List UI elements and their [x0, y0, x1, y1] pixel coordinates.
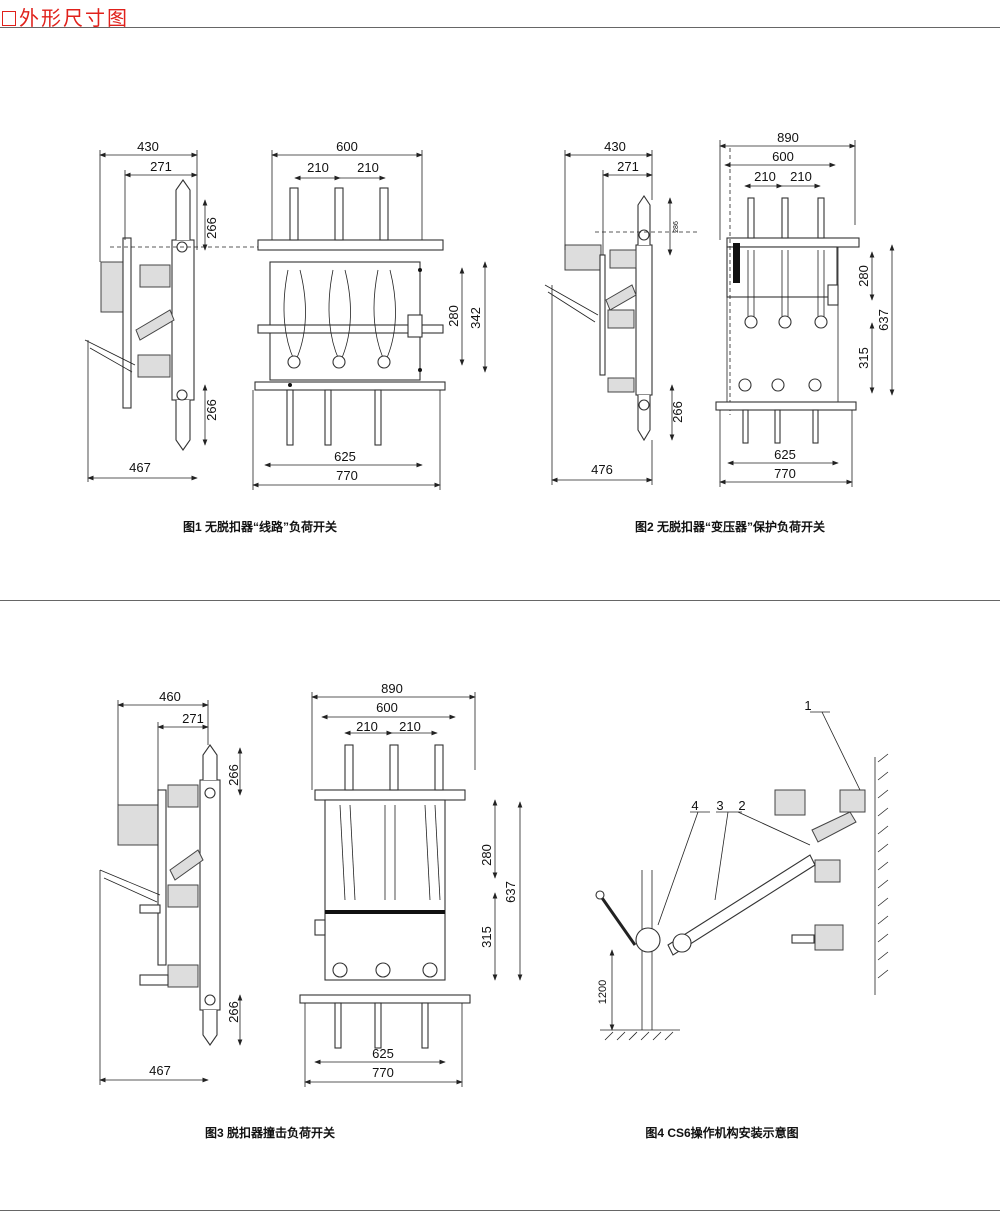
- dim-280: 280: [856, 265, 871, 287]
- figure-1-side-view: [84, 179, 280, 451]
- figure-2-side-view: [544, 195, 700, 442]
- dim-210-a: 210: [356, 719, 378, 734]
- figure-3-front-view: [299, 744, 471, 1049]
- callout-4: 4: [691, 798, 698, 813]
- pole-contacts: [283, 187, 396, 446]
- pole-contacts: [332, 744, 444, 1049]
- dim-625: 625: [334, 449, 356, 464]
- dim-625: 625: [372, 1046, 394, 1061]
- dim-890: 890: [777, 130, 799, 145]
- callout-2: 2: [738, 798, 745, 813]
- dim-1200: 1200: [597, 980, 609, 1004]
- figure-1-front-view: [254, 187, 446, 446]
- figure-1-caption: 图1 无脱扣器“线路”负荷开关: [183, 519, 337, 534]
- section-divider: [0, 600, 1000, 601]
- dim-430: 430: [137, 139, 159, 154]
- dim-600: 600: [376, 700, 398, 715]
- dim-210-a: 210: [307, 160, 329, 175]
- dim-266-bottom: 266: [226, 1001, 241, 1023]
- dim-467: 467: [149, 1063, 171, 1078]
- figure-4: 1 4 3 2 1200 图4 CS6操作机构安装示意图: [595, 698, 889, 1140]
- dim-271: 271: [182, 711, 204, 726]
- dim-266-top: 266: [204, 217, 219, 239]
- dim-770: 770: [372, 1065, 394, 1080]
- figure-2-dimensions: 430 271 286 266 476 890 600 210 210 280 …: [551, 130, 895, 487]
- dim-266-top: 266: [226, 764, 241, 786]
- figure-3: 460 271 266 266 467 890 600 210 210 280 …: [99, 681, 523, 1140]
- dim-210-b: 210: [399, 719, 421, 734]
- dim-315: 315: [479, 926, 494, 948]
- dim-460: 460: [159, 689, 181, 704]
- dim-210-b: 210: [790, 169, 812, 184]
- figure-3-caption: 图3 脱扣器撞击负荷开关: [205, 1125, 335, 1140]
- section-title-text: 外形尺寸图: [19, 8, 129, 30]
- figure-2: 430 271 286 266 476 890 600 210 210 280 …: [544, 130, 895, 534]
- figure-2-front-view: [715, 148, 860, 444]
- dim-271: 271: [150, 159, 172, 174]
- dim-280: 280: [479, 844, 494, 866]
- dim-210-b: 210: [357, 160, 379, 175]
- figure-1-dimensions: 430 271 266 266 467 600 210 210 280 342 …: [87, 139, 488, 490]
- dim-600: 600: [336, 139, 358, 154]
- dim-210-a: 210: [754, 169, 776, 184]
- dim-271: 271: [617, 159, 639, 174]
- figure-4-wall: [600, 753, 889, 1041]
- figure-3-dimensions: 460 271 266 266 467 890 600 210 210 280 …: [99, 681, 523, 1087]
- header-divider: [0, 27, 1000, 28]
- dim-600: 600: [772, 149, 794, 164]
- dim-342: 342: [468, 307, 483, 329]
- checkbox-square-icon: [2, 11, 16, 26]
- figure-2-caption: 图2 无脱扣器“变压器”保护负荷开关: [635, 519, 825, 534]
- figure-3-side-view: [99, 744, 221, 1046]
- figure-1: 430 271 266 266 467 600 210 210 280 342 …: [84, 139, 488, 534]
- pole-contacts: [738, 197, 828, 444]
- dim-467: 467: [129, 460, 151, 475]
- footer-divider: [0, 1210, 1000, 1211]
- dim-280: 280: [446, 305, 461, 327]
- dim-770: 770: [774, 466, 796, 481]
- dim-430: 430: [604, 139, 626, 154]
- dim-637: 637: [503, 881, 518, 903]
- dim-625: 625: [774, 447, 796, 462]
- dim-890: 890: [381, 681, 403, 696]
- dim-286: 286: [673, 221, 680, 233]
- figure-4-mechanism: [595, 711, 866, 1031]
- dim-770: 770: [336, 468, 358, 483]
- callout-3: 3: [716, 798, 723, 813]
- dim-637: 637: [876, 309, 891, 331]
- figure-4-caption: 图4 CS6操作机构安装示意图: [645, 1125, 798, 1140]
- callout-1: 1: [804, 698, 811, 713]
- dim-266-bottom: 266: [204, 399, 219, 421]
- dim-476: 476: [591, 462, 613, 477]
- dim-315: 315: [856, 347, 871, 369]
- dim-266: 266: [670, 401, 685, 423]
- section-title: 外形尺寸图: [2, 2, 129, 31]
